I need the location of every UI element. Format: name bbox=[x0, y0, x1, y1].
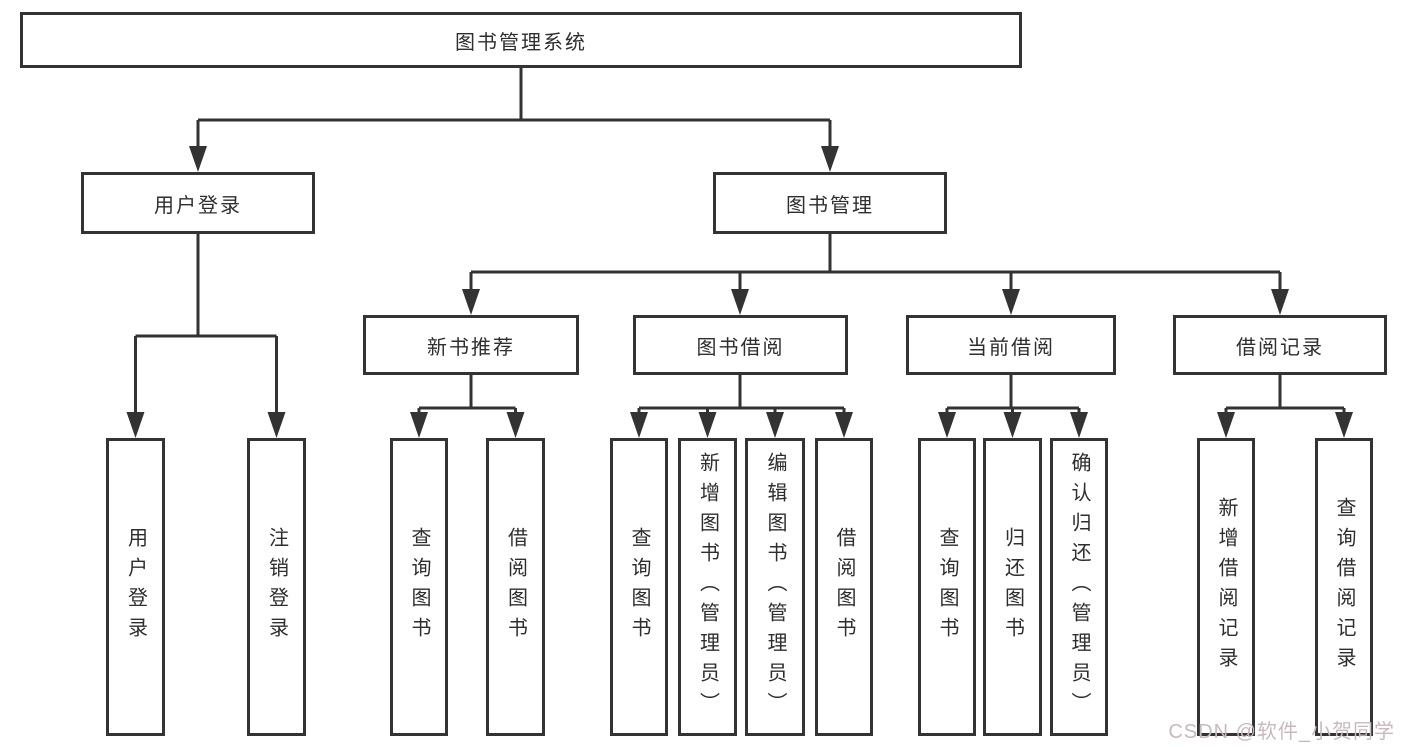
node-label: 查询图书 bbox=[628, 527, 650, 647]
node-label: 归还图书 bbox=[1001, 527, 1024, 647]
node-leaf-borrow-books-nbr: 借阅图书 bbox=[486, 438, 545, 736]
node-leaf-add-borrow-record: 新增借阅记录 bbox=[1197, 438, 1255, 736]
node-label: 新书推荐 bbox=[427, 336, 515, 359]
arrow-down-icon bbox=[410, 412, 428, 438]
node-leaf-query-books-cb: 查询图书 bbox=[918, 438, 976, 736]
node-library-system: 图书管理系统 bbox=[20, 12, 1022, 68]
node-label: 新增图书（管理员） bbox=[696, 452, 719, 722]
node-label: 图书借阅 bbox=[696, 336, 785, 359]
arrow-down-icon bbox=[1271, 289, 1289, 315]
arrow-down-icon bbox=[698, 412, 717, 438]
connector-root-to-level2 bbox=[196, 68, 832, 150]
node-label: 借阅记录 bbox=[1236, 336, 1324, 359]
node-leaf-query-books-nbr: 查询图书 bbox=[390, 438, 448, 736]
node-label: 注销登录 bbox=[265, 527, 288, 647]
node-label: 新增借阅记录 bbox=[1215, 497, 1237, 677]
connector-current-borrow-to-leaves bbox=[945, 375, 1081, 416]
connector-book-borrow-to-leaves bbox=[637, 375, 846, 416]
arrow-down-icon bbox=[938, 412, 956, 438]
node-leaf-borrow-books-bb: 借阅图书 bbox=[815, 438, 873, 736]
connector-user-login-to-leaves bbox=[134, 234, 278, 416]
arrow-down-icon bbox=[1003, 412, 1022, 438]
arrow-down-icon bbox=[189, 146, 207, 172]
arrow-down-icon bbox=[766, 412, 784, 438]
arrow-down-icon bbox=[126, 412, 145, 438]
connector-new-book-rec-to-leaves bbox=[417, 375, 517, 416]
node-label: 用户登录 bbox=[154, 194, 242, 217]
node-leaf-query-books-bb: 查询图书 bbox=[610, 438, 668, 736]
arrow-down-icon bbox=[1335, 412, 1353, 438]
node-new-book-recommend: 新书推荐 bbox=[363, 315, 579, 375]
node-leaf-logout: 注销登录 bbox=[247, 438, 306, 736]
arrow-down-icon bbox=[1217, 412, 1235, 438]
node-label: 编辑图书（管理员） bbox=[764, 452, 786, 722]
node-leaf-return-books: 归还图书 bbox=[983, 438, 1042, 736]
arrow-down-icon bbox=[1002, 289, 1020, 315]
arrow-down-icon bbox=[835, 412, 853, 438]
arrow-down-icon bbox=[506, 412, 525, 438]
node-leaf-query-borrow-record: 查询借阅记录 bbox=[1315, 438, 1373, 736]
node-current-borrowing: 当前借阅 bbox=[906, 315, 1116, 375]
node-user-login: 用户登录 bbox=[81, 172, 315, 234]
arrow-down-icon bbox=[821, 146, 839, 172]
arrow-down-icon bbox=[1070, 412, 1088, 438]
connector-book-mgmt-to-level3 bbox=[469, 234, 1282, 292]
node-label: 当前借阅 bbox=[967, 336, 1055, 359]
node-label: 借阅图书 bbox=[833, 527, 855, 647]
node-leaf-edit-books-admin: 编辑图书（管理员） bbox=[745, 438, 805, 736]
connector-borrow-record-to-leaves bbox=[1224, 375, 1346, 416]
node-borrowing-records: 借阅记录 bbox=[1173, 315, 1387, 375]
arrow-down-icon bbox=[462, 289, 480, 315]
node-label: 查询图书 bbox=[936, 527, 958, 647]
node-book-borrowing: 图书借阅 bbox=[633, 315, 848, 375]
arrow-down-icon bbox=[731, 289, 749, 315]
node-leaf-user-login: 用户登录 bbox=[106, 438, 165, 736]
node-label: 查询图书 bbox=[408, 527, 430, 647]
arrow-down-icon bbox=[267, 412, 286, 438]
node-label: 借阅图书 bbox=[504, 527, 527, 647]
node-label: 查询借阅记录 bbox=[1333, 497, 1355, 677]
node-book-management: 图书管理 bbox=[713, 172, 947, 234]
node-leaf-add-books-admin: 新增图书（管理员） bbox=[678, 438, 737, 736]
node-label: 确认归还（管理员） bbox=[1068, 452, 1090, 722]
arrow-down-icon bbox=[630, 412, 648, 438]
node-label: 图书管理系统 bbox=[455, 31, 587, 54]
watermark: CSDN @软件_小贺同学 bbox=[1168, 721, 1395, 743]
node-label: 用户登录 bbox=[124, 527, 147, 647]
node-leaf-confirm-return-admin: 确认归还（管理员） bbox=[1050, 438, 1108, 736]
node-label: 图书管理 bbox=[786, 194, 874, 217]
